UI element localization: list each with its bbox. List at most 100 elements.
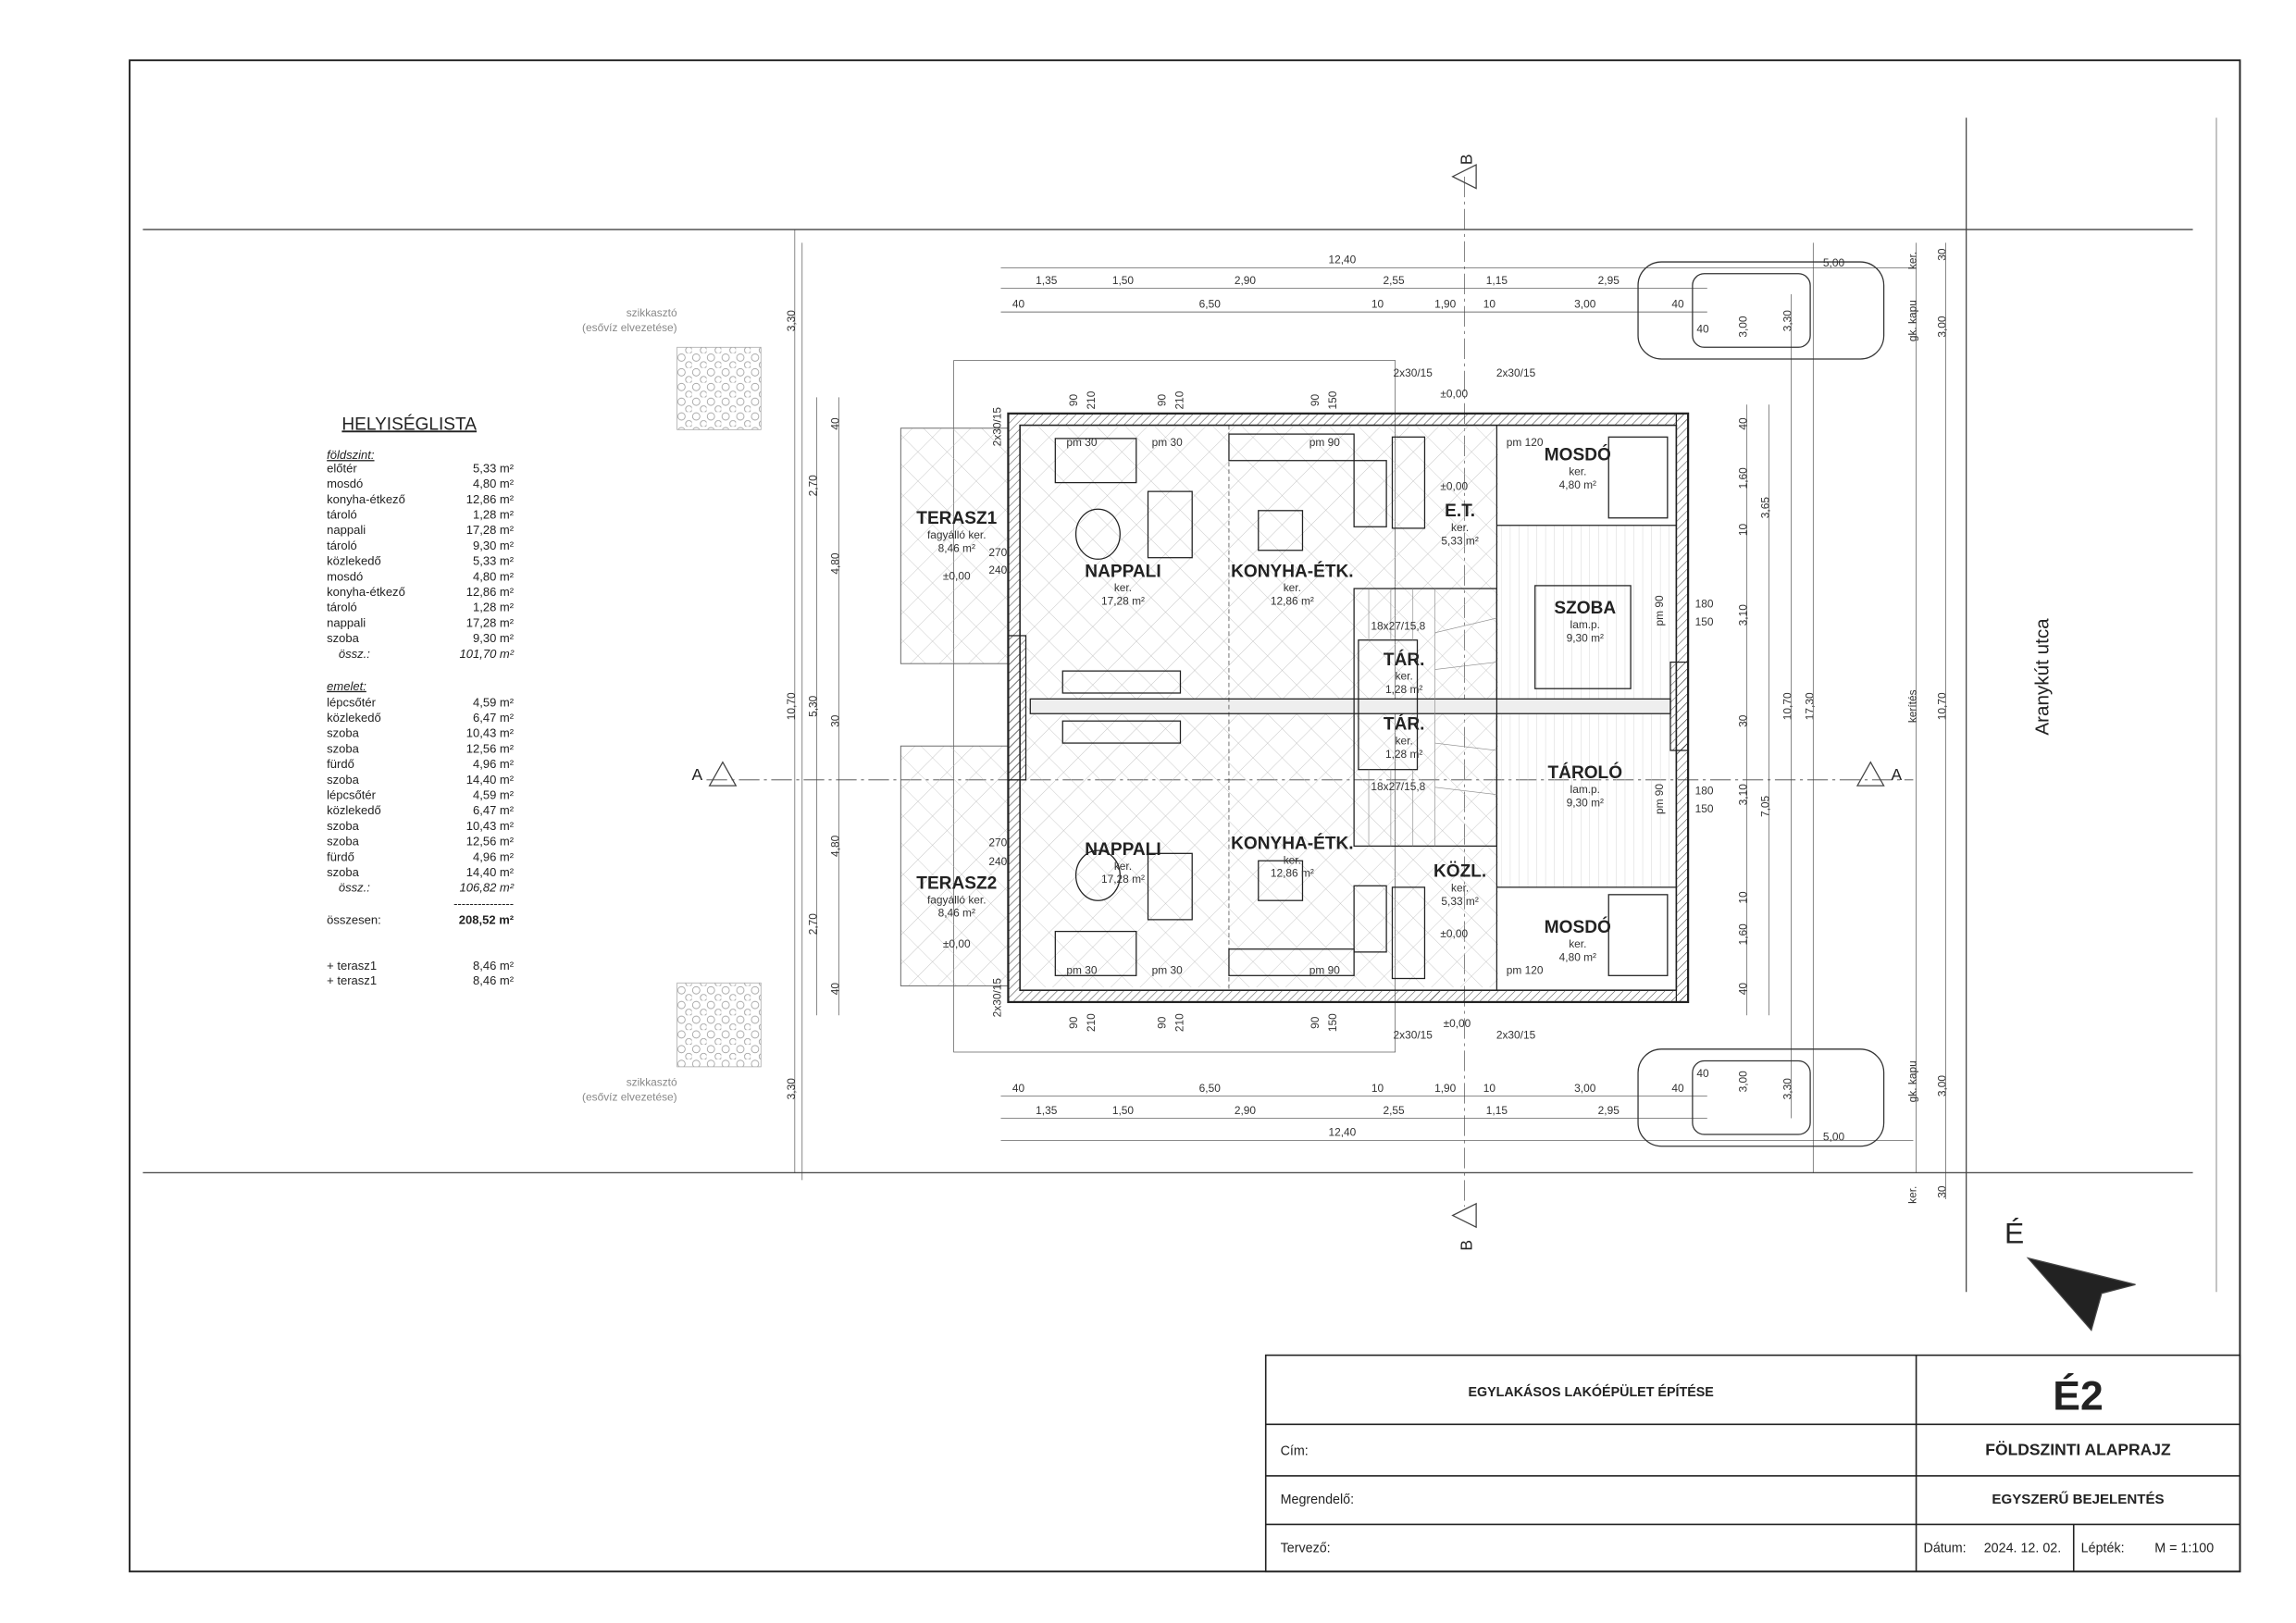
soakaway-label-top: szikkasztó [627, 306, 677, 319]
room-floor: ker. [1451, 521, 1469, 534]
scale-value: M = 1:100 [2154, 1542, 2214, 1556]
dimension-label: 10,70 [1935, 692, 1948, 720]
room-floor: ker. [1396, 735, 1413, 748]
annotation-label: 150 [1695, 802, 1714, 815]
room-list-name: szoba [327, 835, 359, 849]
room-floor: ker. [1451, 882, 1469, 895]
room-name: E.T. [1445, 502, 1475, 521]
annotation-label: 90 [1309, 394, 1322, 407]
car-top [1637, 261, 1885, 360]
annotation-label: pm 90 [1653, 595, 1666, 626]
dimension-label: 2,95 [1598, 274, 1620, 287]
section-b-bottom-marker [1451, 1202, 1477, 1229]
room-name: SZOBA [1554, 599, 1616, 618]
room-list-name: mosdó [327, 477, 363, 490]
dimension-label: 2,55 [1383, 1104, 1405, 1117]
car-bottom [1637, 1048, 1885, 1147]
dimension-label: 10 [1737, 891, 1750, 904]
dimension-label: 5,00 [1823, 1130, 1845, 1143]
room-list-area: 12,86 m² [466, 585, 515, 599]
room-list-name: közlekedő [327, 554, 381, 568]
room-list-name: tároló [327, 539, 357, 552]
room-list-area: 1,28 m² [473, 508, 515, 522]
room-list-name: szoba [327, 819, 359, 833]
room-area: 1,28 m² [1385, 748, 1422, 761]
extra-name: + terasz1 [327, 973, 377, 987]
annotation-label: 2x30/15 [1394, 1029, 1433, 1042]
dimension-label: 10 [1371, 1082, 1384, 1095]
designer-label: Tervező: [1281, 1542, 1331, 1556]
dimension-label: 30 [1737, 714, 1750, 727]
room-name: TERASZ1 [916, 509, 997, 528]
room-list-name: fürdő [327, 849, 354, 863]
total-area: 208,52 m² [459, 913, 515, 927]
room-list-name: tároló [327, 508, 357, 522]
drawing-title: FÖLDSZINTI ALAPRAJZ [1985, 1441, 2171, 1459]
annotation-label: 2x30/15 [1496, 1029, 1536, 1042]
terrace-2 [900, 745, 1009, 986]
room-area: 8,46 m² [938, 541, 975, 554]
room-name: MOSDÓ [1545, 445, 1611, 465]
dimension-label: 3,00 [1574, 1082, 1596, 1095]
room-area: 4,80 m² [1559, 950, 1596, 963]
dimension-label: 2,70 [807, 475, 820, 497]
north-arrow-icon [2026, 1257, 2136, 1332]
annotation-label: 150 [1326, 390, 1339, 409]
annotation-label: 210 [1085, 1013, 1098, 1032]
room-area: 1,28 m² [1385, 683, 1422, 696]
terrace-1 [900, 427, 1009, 664]
room-list-name: nappali [327, 615, 366, 629]
dimension-label: 3,00 [1574, 297, 1596, 310]
room-list-name: lépcsőtér [327, 787, 376, 801]
room-list-name: szoba [327, 631, 359, 645]
annotation-label: pm 30 [1066, 964, 1097, 977]
room-list-name: szoba [327, 741, 359, 755]
room-name: NAPPALI [1085, 840, 1160, 860]
room-list-area: 6,47 m² [473, 711, 515, 725]
room-area: 5,33 m² [1441, 895, 1478, 908]
dimension-label: 1,15 [1486, 1104, 1508, 1117]
dimension-label: 12,40 [1329, 1126, 1357, 1139]
procedure-type: EGYSZERŰ BEJELENTÉS [1992, 1491, 2164, 1507]
room-list-area: 9,30 m² [473, 539, 515, 552]
room-name: NAPPALI [1085, 562, 1160, 581]
annotation-label: pm 90 [1309, 964, 1340, 977]
dimension-label: 1,15 [1486, 274, 1508, 287]
room-floor: fagyálló ker. [927, 528, 987, 541]
extra-area: 8,46 m² [473, 959, 515, 973]
dimension-label: 5,30 [807, 695, 820, 717]
room-list-area: 12,56 m² [466, 835, 515, 849]
dimension-label: 10 [1737, 523, 1750, 536]
annotation-label: 270 [988, 836, 1007, 849]
annotation-label: 18x27/15,8 [1371, 620, 1425, 633]
separator: --------------- [453, 897, 514, 911]
building [1007, 412, 1690, 1004]
dimension-label: 3,00 [1935, 316, 1948, 338]
annotation-label: pm 30 [1152, 436, 1183, 449]
section-a-right-marker [1855, 761, 1885, 787]
annotation-label: 240 [988, 855, 1007, 868]
room-list-area: 17,28 m² [466, 615, 515, 629]
annotation-label: ±0,00 [1444, 1017, 1471, 1030]
annotation-label: ±0,00 [1440, 480, 1468, 493]
room-list-name: szoba [327, 865, 359, 879]
section-a-right: A [1892, 765, 1903, 784]
room-floor: lam.p. [1570, 783, 1600, 796]
dimension-label: 3,30 [1781, 1078, 1793, 1100]
room-list-area: 6,47 m² [473, 803, 515, 817]
dimension-label: 4,80 [829, 835, 842, 857]
annotation-label: 180 [1695, 785, 1714, 798]
annotation-label: pm 30 [1066, 436, 1097, 449]
annotation-label: 90 [1309, 1016, 1322, 1029]
room-area: 9,30 m² [1567, 796, 1604, 809]
upper-floor-heading: emelet: [327, 679, 366, 693]
dimension-label: 6,50 [1199, 297, 1222, 310]
annotation-label: 180 [1695, 598, 1714, 611]
dimension-label: 10,70 [1781, 692, 1793, 720]
room-name: KONYHA-ÉTK. [1231, 834, 1354, 854]
room-list-name: közlekedő [327, 803, 381, 817]
dimension-label: 10 [1483, 297, 1496, 310]
dimension-label: 3,65 [1759, 497, 1772, 519]
room-floor: ker. [1114, 860, 1132, 873]
dimension-label: 1,90 [1434, 1082, 1457, 1095]
